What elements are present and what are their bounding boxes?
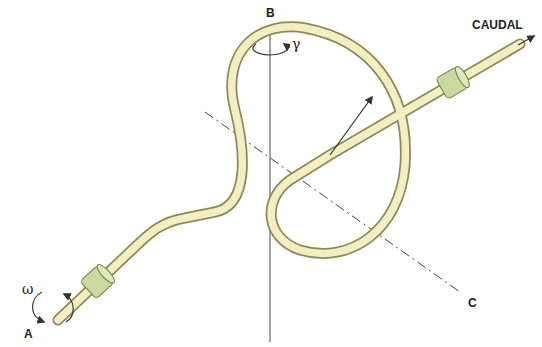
tube-body (58, 27, 520, 320)
bearing-right (436, 65, 472, 100)
rotation-arrow-a2 (64, 294, 73, 322)
rotation-arrow-b (253, 44, 287, 55)
axis-label: B (264, 6, 277, 20)
axis-b (270, 28, 271, 342)
rotation-symbol: ω (20, 281, 35, 297)
axis-label: C (466, 296, 479, 310)
flow-label: CAUDAL (470, 18, 525, 32)
axis-label: A (22, 327, 35, 341)
tube-outline (58, 27, 520, 320)
bearing-left (80, 262, 117, 299)
rotation-symbol: γ (290, 36, 302, 52)
radius-arrow (330, 97, 372, 155)
flow-arrow (518, 36, 534, 45)
